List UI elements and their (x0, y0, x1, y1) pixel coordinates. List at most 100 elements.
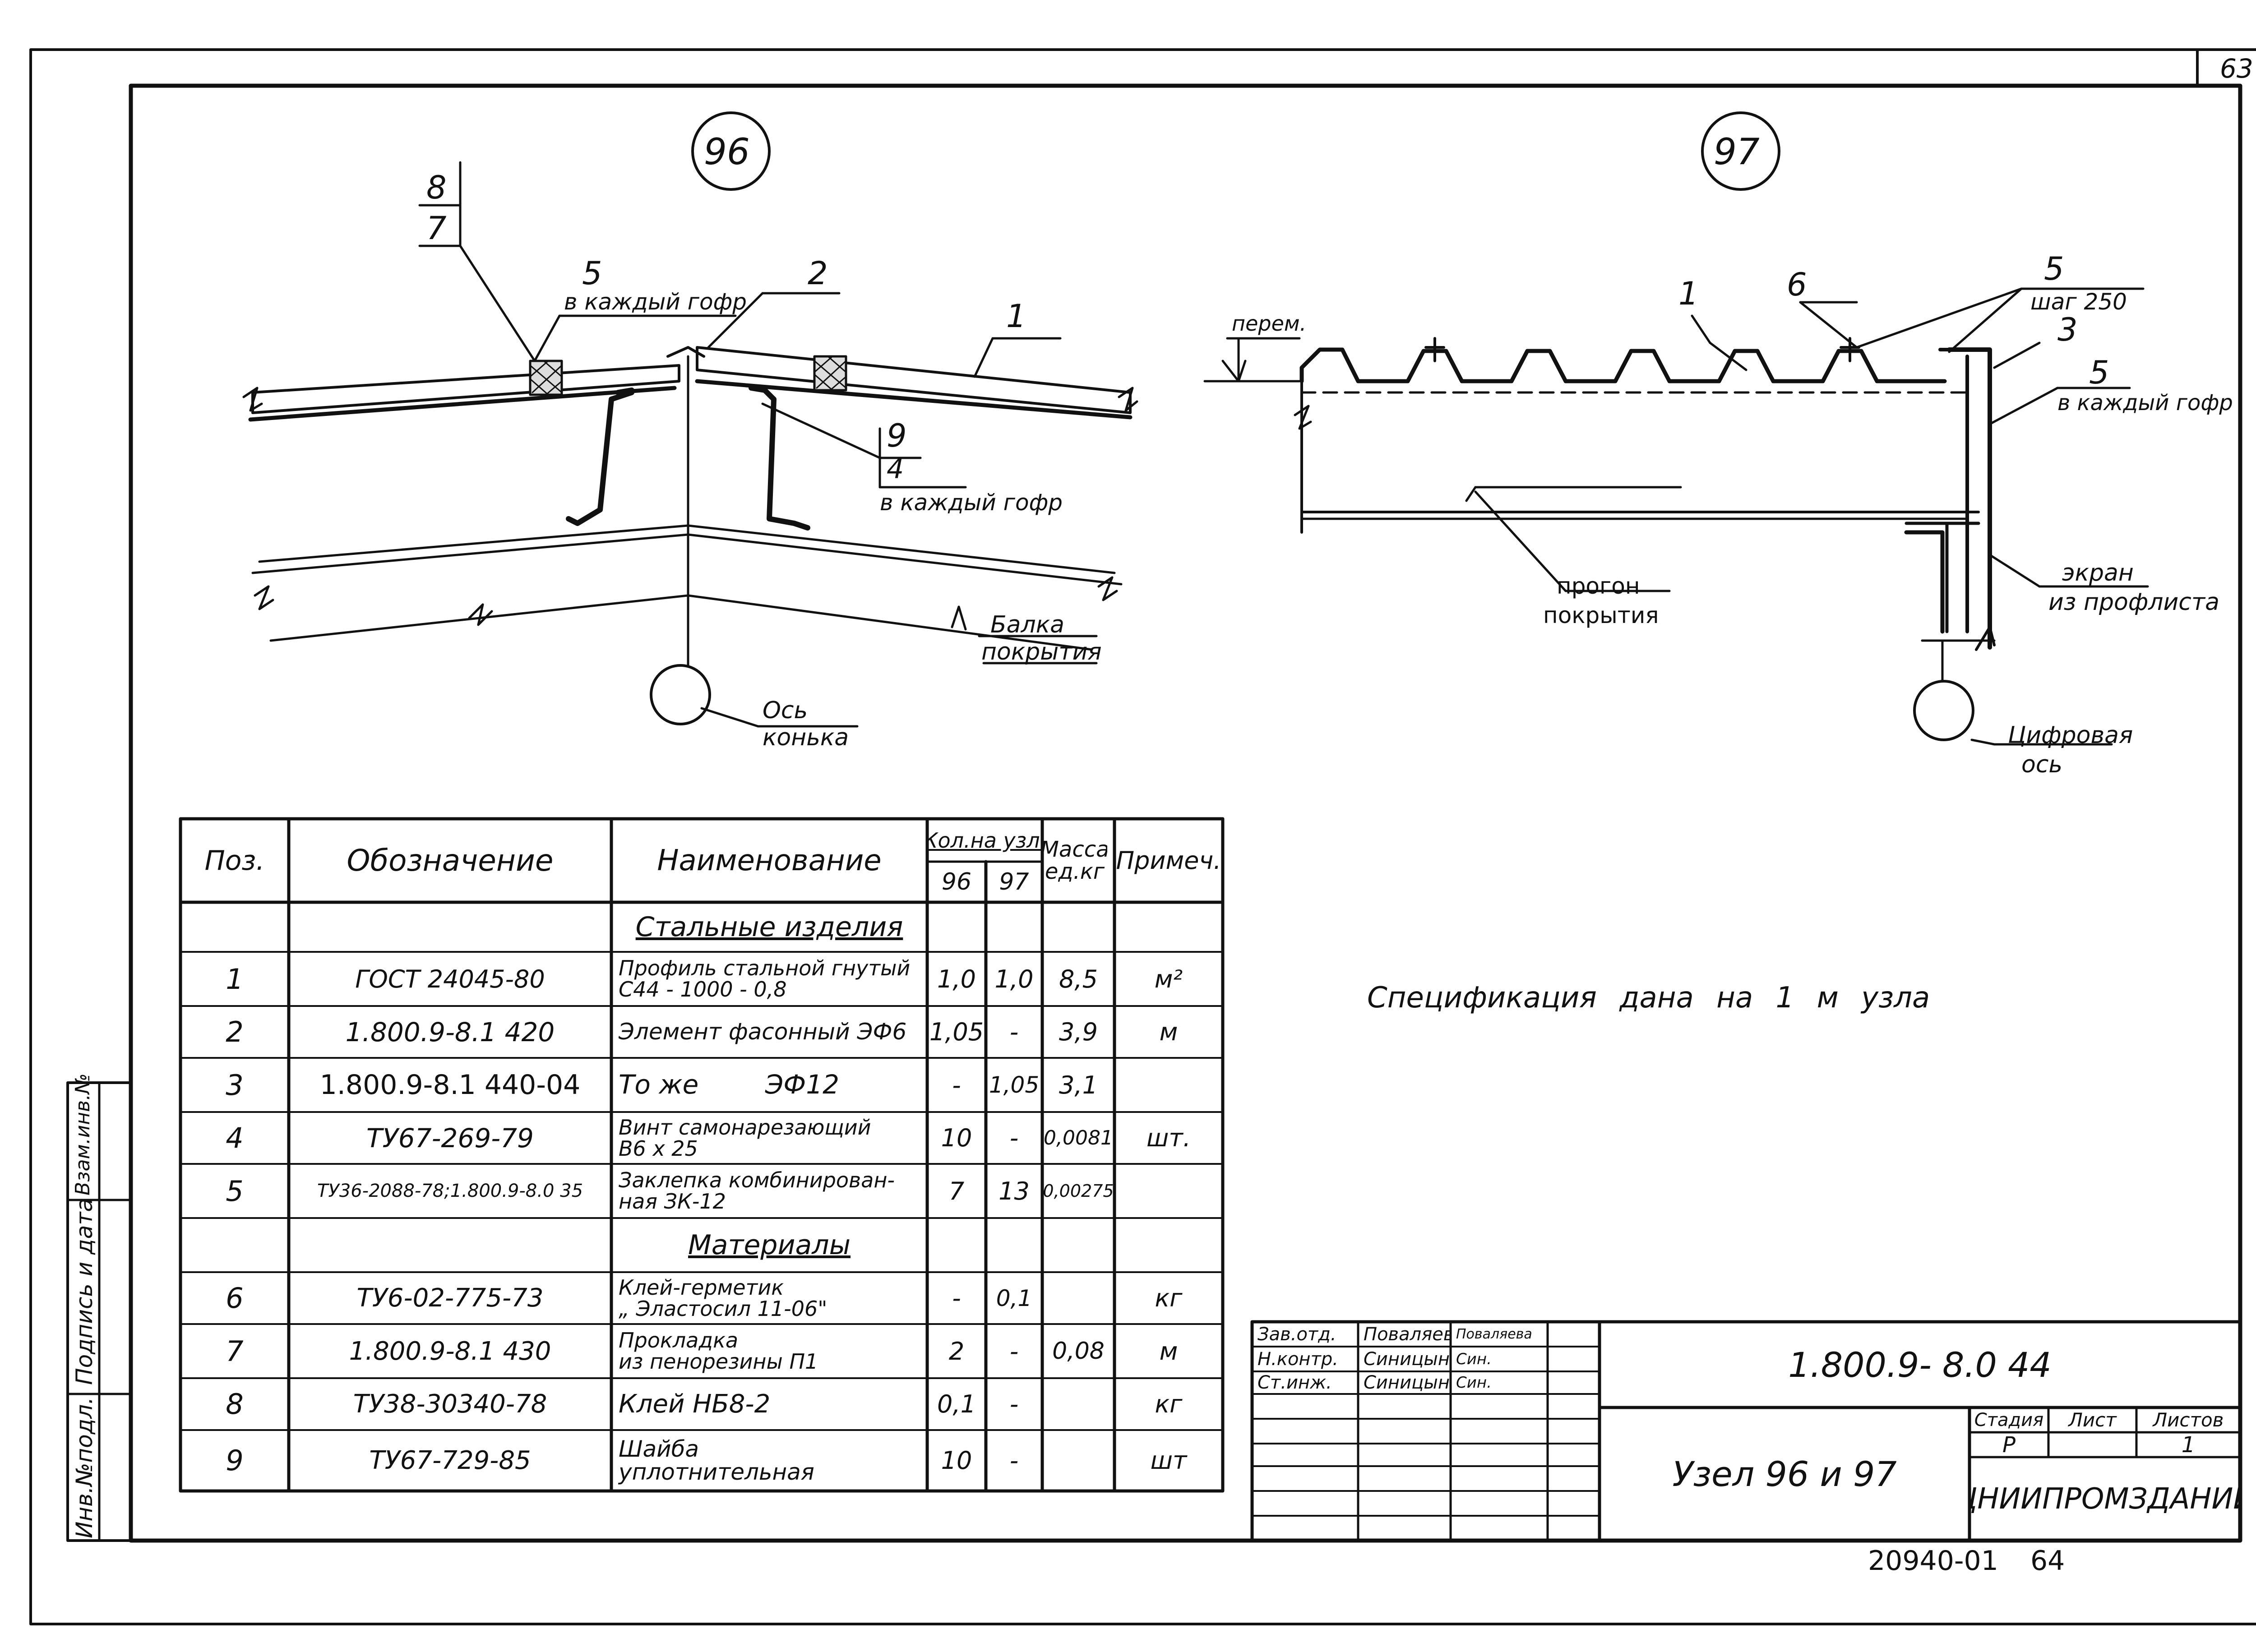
cell-designation: 1.800.9-8.1 420 (345, 1016, 555, 1047)
th-qty-96: 96 (941, 868, 972, 895)
cell-designation: ГОСТ 24045-80 (355, 964, 545, 993)
cell-q97: - (1009, 1446, 1019, 1475)
digital-axis-label-2: ось (2021, 751, 2063, 778)
label-1-97: 1 (1678, 275, 1699, 312)
label-3: 3 (2057, 311, 2078, 348)
cell-mass (1042, 1378, 1114, 1430)
cell-note: м (1159, 1018, 1178, 1046)
label-1: 1 (1006, 298, 1026, 335)
cell-q97: 13 (999, 1177, 1030, 1205)
cell-note (1114, 1058, 1223, 1112)
sheet-corner-number: 63 (2220, 53, 2253, 84)
archive-page: 64 (2030, 1545, 2065, 1577)
label-4: 4 (887, 453, 904, 485)
cell-q96: 10 (941, 1124, 972, 1152)
label-5-text: в каждый гофр (564, 289, 747, 315)
cell-mass: 3,1 (1059, 1071, 1098, 1099)
title-block-grid (1250, 1320, 2242, 1542)
digital-axis-circle (1913, 680, 1974, 741)
purlin-label-1: прогон (1557, 573, 1640, 599)
cell-mass: 3,9 (1059, 1018, 1098, 1046)
cell-name: То же ЭФ12 (619, 1069, 840, 1100)
cell-q96: 1,05 (929, 1018, 984, 1046)
cell-pos: 5 (226, 1174, 244, 1208)
purlin-label-2: покрытия (1543, 602, 1659, 628)
cell-pos: 4 (226, 1121, 244, 1154)
cell-q97: - (1009, 1124, 1019, 1152)
perem-label: перем. (1232, 311, 1307, 336)
cell-designation: ТУ36-2088-78;1.800.9-8.0 35 (317, 1181, 583, 1201)
cell-q97: 1,05 (989, 1072, 1040, 1098)
label-6: 6 (1787, 266, 1807, 303)
section-materials: Материалы (688, 1229, 851, 1261)
cell-note: м² (1154, 964, 1183, 993)
label-step: шаг 250 (2030, 289, 2127, 315)
cell-note: шт (1150, 1446, 1187, 1475)
archive-number: 20940-01 (1868, 1545, 1998, 1577)
cell-q96: - (952, 1284, 961, 1312)
cell-designation: ТУ67-729-85 (369, 1446, 531, 1475)
th-designation: Обозначение (347, 843, 554, 878)
beam-label-1: Балка (990, 611, 1065, 638)
cell-q96: 1,0 (937, 964, 976, 993)
cell-designation: ТУ6-02-775-73 (356, 1283, 544, 1313)
cell-pos: 6 (226, 1282, 244, 1315)
ridge-axis-circle (650, 664, 711, 725)
screen-label-2: из профлиста (2048, 589, 2220, 616)
cell-mass (1042, 1430, 1114, 1491)
label-7: 7 (426, 210, 447, 247)
label-9-4-text: в каждый гофр (880, 489, 1063, 516)
cell-q96: 0,1 (937, 1390, 976, 1418)
cell-note: кг (1155, 1284, 1183, 1312)
digital-axis-label-1: Цифровая (2008, 722, 2133, 749)
cell-q97: - (1009, 1390, 1019, 1418)
label-8: 8 (426, 169, 447, 206)
cell-pos: 1 (226, 962, 244, 996)
outer-border (29, 48, 2256, 1625)
sign-3: Син. (1456, 1374, 1492, 1392)
label-5: 5 (582, 255, 602, 292)
cell-name: Заклепка комбинирован-ная ЗК-12 (619, 1168, 895, 1214)
cell-mass (1042, 1272, 1114, 1324)
label-9: 9 (887, 417, 907, 454)
name-2: Синицына (1364, 1348, 1451, 1370)
organization: ЦНИИПРОМЗДАНИЙ (1969, 1482, 2240, 1516)
beam-label-2: покрытия (981, 638, 1102, 665)
cell-note: м (1159, 1337, 1178, 1366)
detail-96-marker: 96 (704, 131, 750, 173)
detail-97-circle (1701, 111, 1780, 191)
cell-name: Элемент фасонный ЭФ6 (619, 1019, 907, 1045)
detail-97-marker: 97 (1714, 131, 1760, 173)
cell-designation: ТУ38-30340-78 (353, 1389, 547, 1419)
cell-designation: ТУ67-269-79 (366, 1122, 534, 1154)
cell-note: шт. (1146, 1124, 1191, 1152)
cell-q96: 2 (948, 1337, 965, 1366)
cell-name: Клей-герметик„ Эластосил 11-06" (619, 1275, 828, 1321)
inner-frame (129, 83, 2242, 1543)
side-stamp-vzam: Взам.инв.№ (71, 1073, 94, 1195)
detail-96-circle (691, 111, 771, 191)
cell-pos: 3 (226, 1068, 244, 1102)
sign-1: Поваляева (1456, 1326, 1532, 1342)
cell-mass: 0,00275 (1043, 1181, 1114, 1201)
cell-q97: - (1009, 1018, 1019, 1046)
th-note: Примеч. (1116, 846, 1221, 875)
cell-mass: 0,0081 (1044, 1126, 1113, 1149)
role-2: Н.контр. (1257, 1348, 1338, 1370)
sheet-value (2048, 1432, 2136, 1457)
cell-q96: 10 (941, 1446, 972, 1475)
cell-designation: 1.800.9-8.1 430 (349, 1336, 551, 1366)
cell-name: Клей НБ8-2 (619, 1389, 771, 1419)
sign-2: Син. (1456, 1350, 1492, 1368)
spec-note: Спецификация дана на 1 м узла (1367, 981, 1930, 1015)
sheet-header: Лист (2068, 1409, 2117, 1431)
label-5-right: 5 (2089, 354, 2109, 391)
role-3: Ст.инж. (1257, 1372, 1332, 1393)
section-steel: Стальные изделия (635, 911, 903, 943)
cell-mass: 8,5 (1059, 964, 1098, 993)
